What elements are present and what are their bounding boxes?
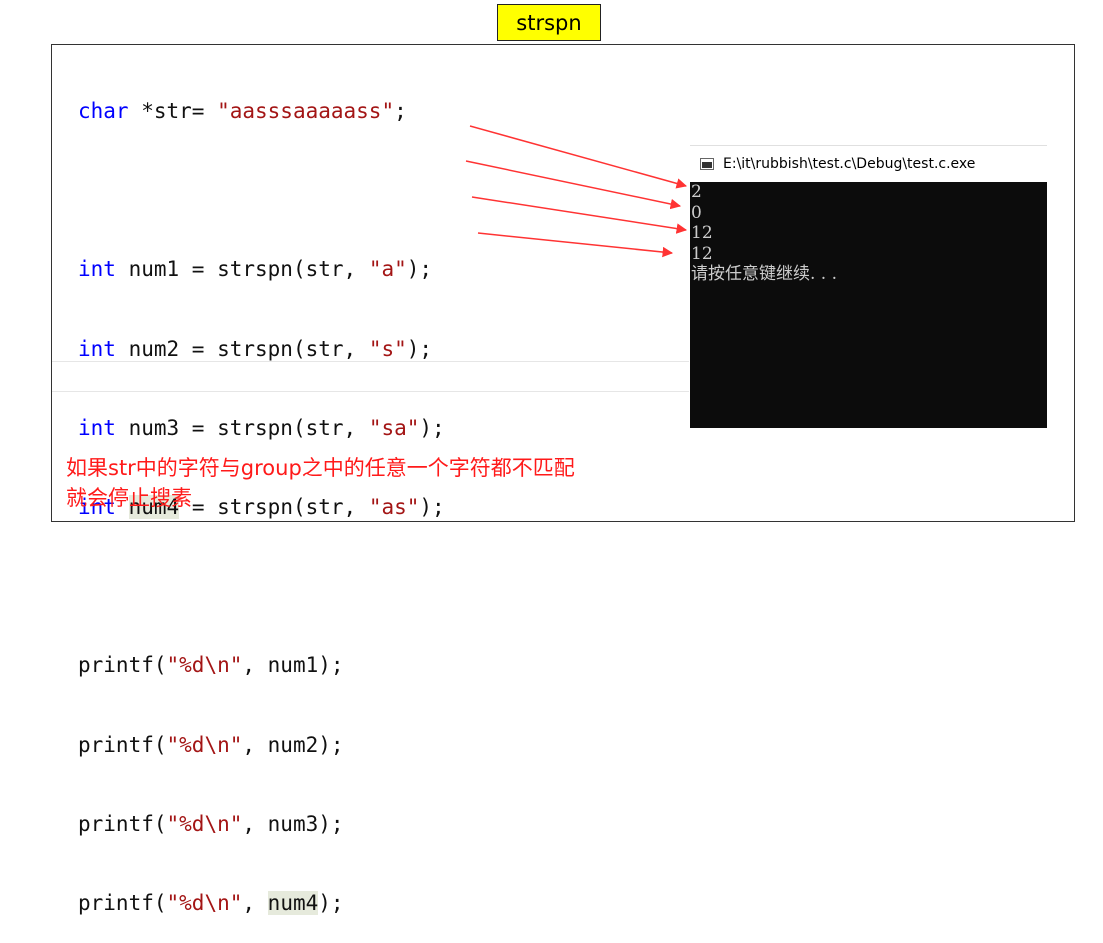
keyword: int (78, 494, 116, 519)
keyword: char (78, 99, 129, 123)
console-line: 0 (691, 202, 702, 223)
code-text: num3 = strspn(str, (115, 415, 369, 440)
code-text: num2 = strspn(str, (115, 336, 369, 361)
code-text: ); (419, 415, 445, 440)
code-line-8: printf("%d\n", num1); (78, 650, 445, 681)
code-text: = strspn(str, (179, 494, 369, 519)
code-text: num1 = strspn(str, (115, 257, 369, 282)
note-line-1: 如果str中的字符与group之中的任意一个字符都不匹配 (66, 456, 575, 480)
code-text: ); (419, 494, 445, 519)
code-text: ); (318, 890, 344, 915)
code-line-11: printf("%d\n", num4); (78, 888, 445, 919)
arrow-num4 (477, 232, 674, 258)
code-line-7 (78, 571, 445, 602)
code-text: , (242, 890, 268, 915)
code-text: , num1); (242, 653, 344, 678)
arrow-num3 (471, 196, 688, 234)
note-line-2: 就会停止搜素 (66, 486, 192, 510)
keyword: int (78, 415, 116, 440)
console-line: 12 (691, 223, 713, 243)
console-output: 2 0 12 12 请按任意键继续. . . (690, 182, 837, 285)
console-line: 2 (691, 182, 702, 202)
console-titlebar[interactable]: E:\it\rubbish\test.c\Debug\test.c.exe (690, 145, 1047, 182)
code-text: printf( (78, 890, 167, 915)
code-text: printf( (78, 653, 167, 678)
console-title-text: E:\it\rubbish\test.c\Debug\test.c.exe (723, 156, 976, 172)
code-text: , num2); (242, 732, 344, 757)
console-line: 12 (691, 243, 713, 264)
highlighted-identifier: num4 (128, 494, 180, 519)
string-literal: "aasssaaaaass" (217, 99, 395, 123)
code-text: printf( (78, 732, 167, 757)
annotation-arrows (465, 125, 688, 258)
code-line-1: char *str= "aasssaaaaass"; (78, 96, 445, 127)
string-literal: "%d\n" (166, 653, 243, 678)
code-text: printf( (78, 811, 167, 836)
code-text: ); (406, 336, 433, 361)
code-line-10: printf("%d\n", num3); (78, 809, 445, 840)
console-window[interactable]: E:\it\rubbish\test.c\Debug\test.c.exe 2 … (690, 145, 1047, 428)
arrow-num1 (469, 125, 688, 189)
code-text: *str= (128, 99, 218, 123)
string-literal: "%d\n" (166, 890, 243, 915)
code-line-9: printf("%d\n", num2); (78, 730, 445, 761)
keyword: int (78, 336, 116, 361)
slide-title: strspn (497, 4, 601, 41)
code-text: ; (394, 99, 407, 123)
arrow-num2 (465, 160, 682, 210)
console-app-icon (700, 158, 714, 170)
explanation-note: 如果str中的字符与group之中的任意一个字符都不匹配 就会停止搜素 (66, 453, 575, 513)
code-line-6: int num4 = strspn(str, "as"); (78, 492, 445, 523)
current-line-highlight (52, 361, 689, 392)
console-line: 请按任意键继续. . . (691, 264, 838, 284)
string-literal: "as" (368, 494, 420, 519)
code-line-4: int num2 = strspn(str, "s"); (78, 334, 445, 365)
keyword: int (78, 257, 116, 282)
string-literal: "%d\n" (166, 732, 243, 757)
string-literal: "s" (368, 336, 407, 361)
string-literal: "sa" (368, 415, 420, 440)
code-text: ); (406, 257, 433, 282)
highlighted-identifier: num4 (267, 890, 319, 915)
string-literal: "%d\n" (166, 811, 243, 836)
string-literal: "a" (368, 257, 407, 282)
code-text: , num3); (242, 811, 344, 836)
code-line-3: int num1 = strspn(str, "a"); (78, 254, 445, 285)
code-line-5: int num3 = strspn(str, "sa"); (78, 413, 445, 444)
